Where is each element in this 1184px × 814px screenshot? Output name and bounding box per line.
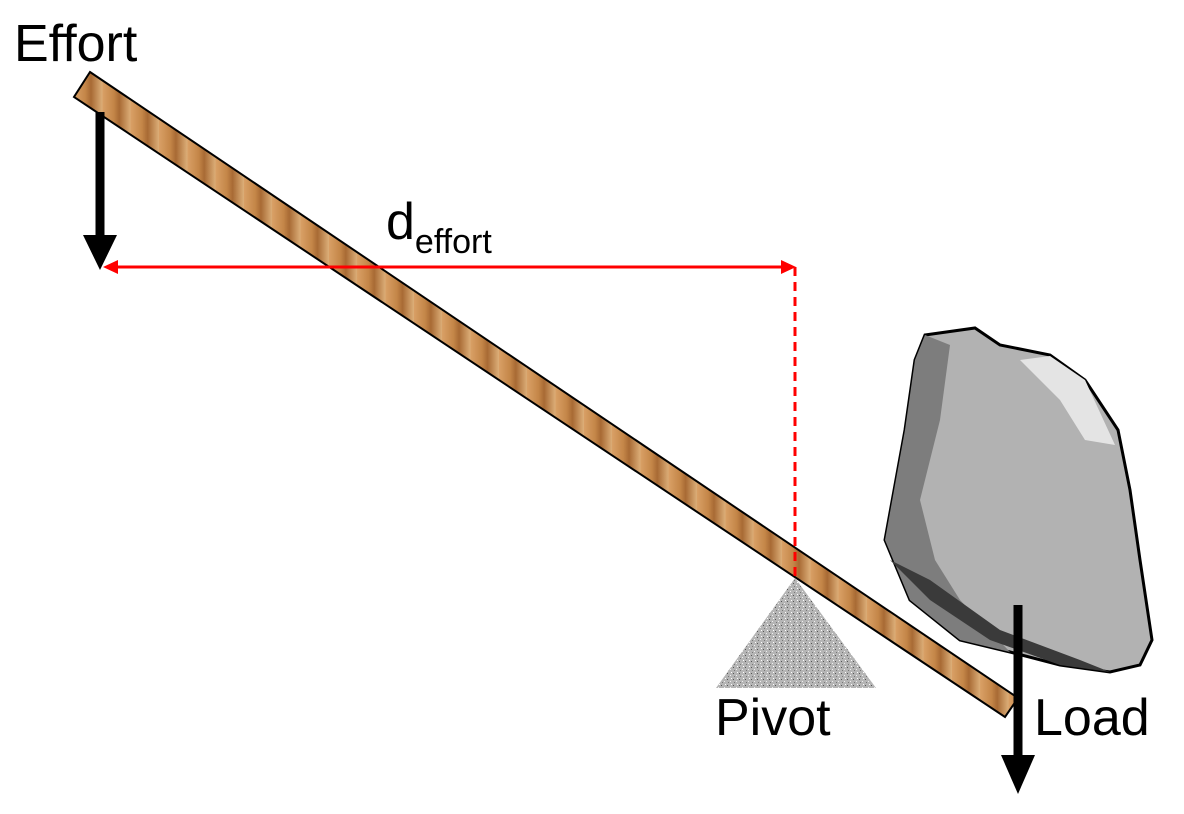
load-label: Load [1034,689,1150,747]
pivot-fulcrum [716,578,876,688]
effort-label: Effort [14,15,138,73]
load-arrow [1001,605,1035,794]
distance-effort-label: deffort [386,193,492,259]
pivot-label: Pivot [715,689,831,747]
effort-distance-line [103,260,797,578]
rock-load [883,326,1154,674]
effort-arrow [83,112,117,270]
distance-subscript: effort [414,223,492,261]
distance-symbol: d [386,193,415,251]
lever-plank [72,70,1020,719]
